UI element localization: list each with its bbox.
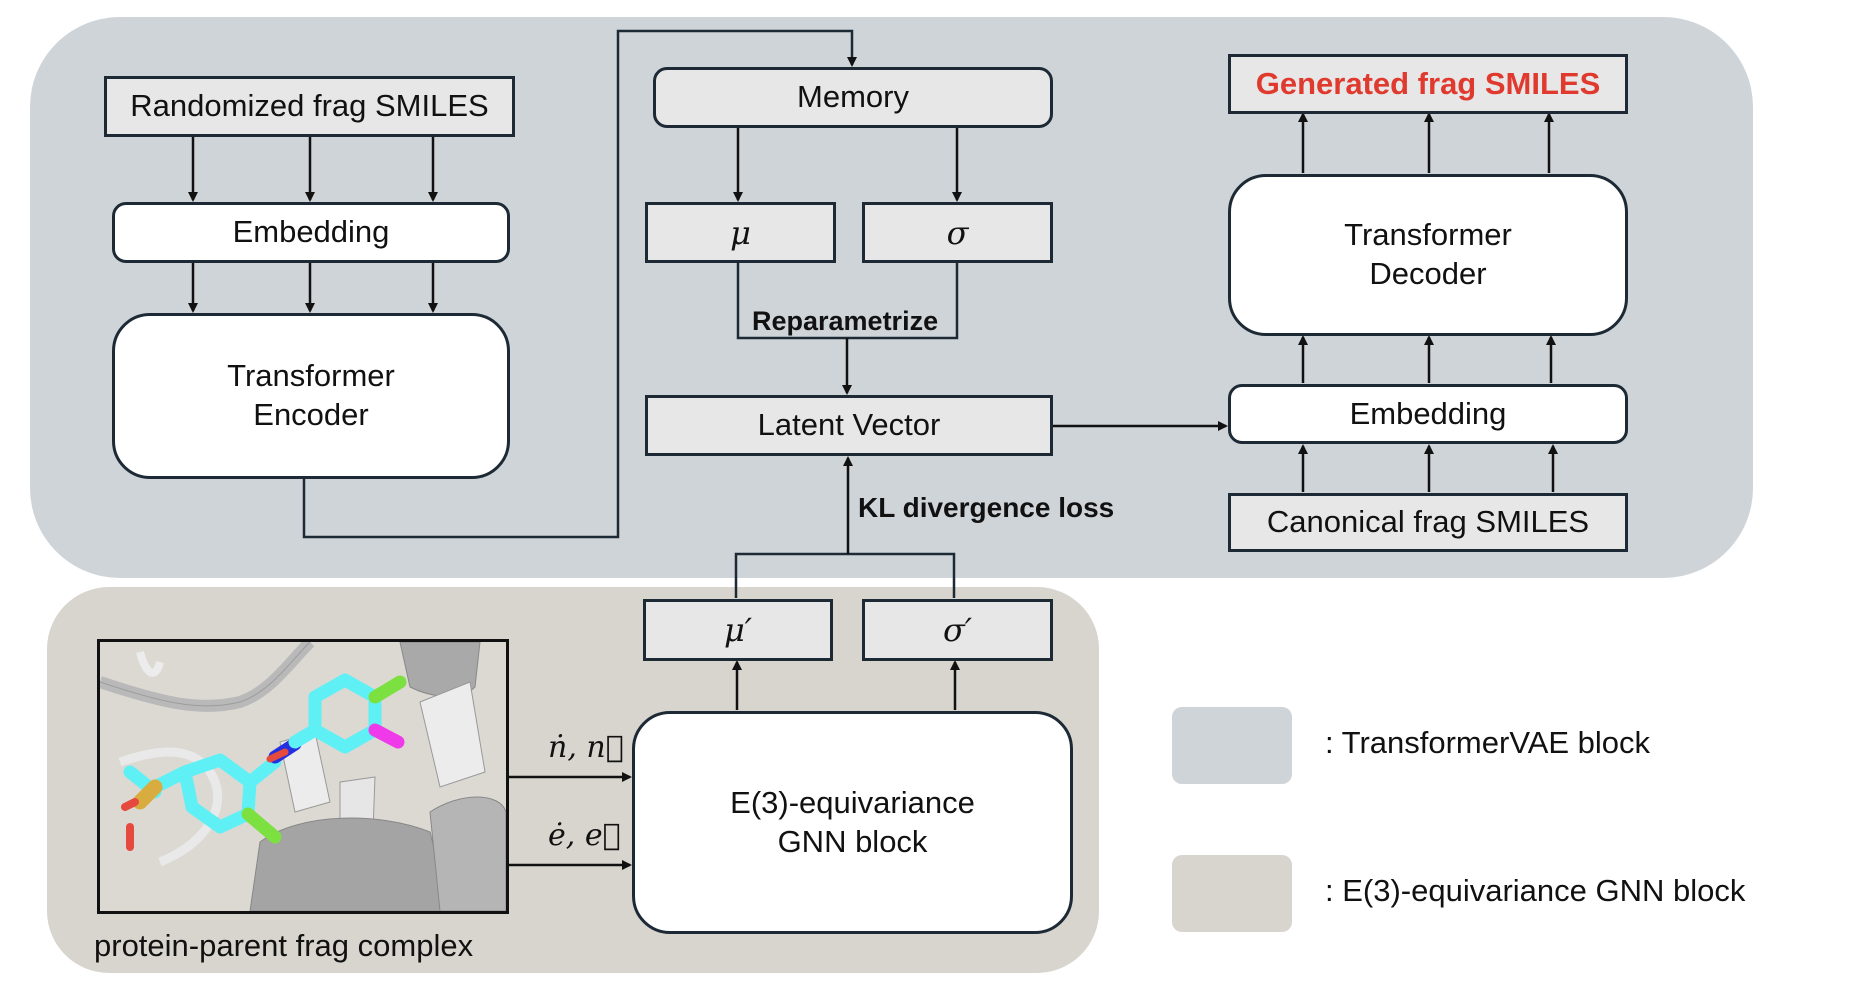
legend-label-vae: : TransformerVAE block	[1325, 725, 1651, 760]
chlorine-atom-1	[368, 675, 407, 704]
encoder-title-line1: Transformer	[227, 358, 395, 394]
latent-vector-box: Latent Vector	[645, 395, 1053, 456]
mu-label: μ	[730, 213, 751, 252]
encoder-embedding-label: Embedding	[232, 214, 390, 250]
sigma-prime-label: σ′	[942, 611, 973, 649]
complex-caption: protein-parent frag complex	[94, 928, 474, 963]
gnn-title-line1: E(3)-equivariance	[730, 784, 975, 820]
encoder-embedding-box: Embedding	[112, 202, 510, 263]
transformer-encoder-box: Transformer Encoder	[112, 313, 510, 479]
gnn-title-line2: GNN block	[777, 823, 928, 859]
sigma-label: σ	[946, 213, 969, 252]
fluorine-atom	[368, 723, 405, 749]
randomized-smiles-label: Randomized frag SMILES	[130, 88, 489, 124]
molecule-illustration	[100, 642, 506, 911]
mu-prime-box: μ′	[643, 599, 833, 661]
chlorine-atom-2	[241, 807, 282, 844]
mu-prime-label: μ′	[723, 611, 753, 649]
randomized-smiles-box: Randomized frag SMILES	[104, 76, 515, 137]
memory-box: Memory	[653, 67, 1053, 128]
sulfur-atom	[132, 779, 163, 810]
decoder-title-line2: Decoder	[1369, 256, 1487, 291]
gnn-block-box: E(3)-equivariance GNN block	[632, 711, 1073, 934]
mu-box: μ	[645, 202, 836, 263]
legend-swatch-vae	[1172, 707, 1292, 784]
latent-vector-label: Latent Vector	[757, 407, 941, 443]
canonical-smiles-label: Canonical frag SMILES	[1266, 504, 1590, 540]
generated-smiles-box: Generated frag SMILES	[1228, 54, 1628, 114]
sigma-prime-box: σ′	[862, 599, 1053, 661]
protein-complex-image	[97, 639, 509, 914]
oxygen-atoms	[121, 798, 139, 851]
generated-smiles-label: Generated frag SMILES	[1255, 65, 1601, 101]
ligand-molecule	[121, 673, 407, 851]
transformer-decoder-box: Transformer Decoder	[1228, 174, 1628, 336]
memory-label: Memory	[797, 79, 909, 115]
arrow-encoder-memory	[302, 29, 857, 539]
canonical-smiles-box: Canonical frag SMILES	[1228, 493, 1628, 552]
node-features-label: ṅ, n⃗	[548, 730, 624, 765]
kl-bracket	[734, 552, 956, 598]
protein-sheet-right	[419, 681, 486, 788]
edge-features-label: ė, e⃗	[548, 818, 621, 853]
decoder-embedding-box: Embedding	[1228, 384, 1628, 444]
decoder-embedding-label: Embedding	[1349, 395, 1507, 431]
reparametrize-label: Reparametrize	[752, 306, 939, 336]
decoder-title-line1: Transformer	[1344, 217, 1512, 253]
protein-helix-bottom	[249, 817, 451, 911]
encoder-title-line2: Encoder	[253, 397, 369, 432]
sigma-box: σ	[862, 202, 1053, 263]
legend-swatch-gnn	[1172, 855, 1292, 932]
legend-label-gnn: : E(3)-equivariance GNN block	[1325, 873, 1746, 908]
kl-divergence-label: KL divergence loss	[858, 492, 1115, 523]
